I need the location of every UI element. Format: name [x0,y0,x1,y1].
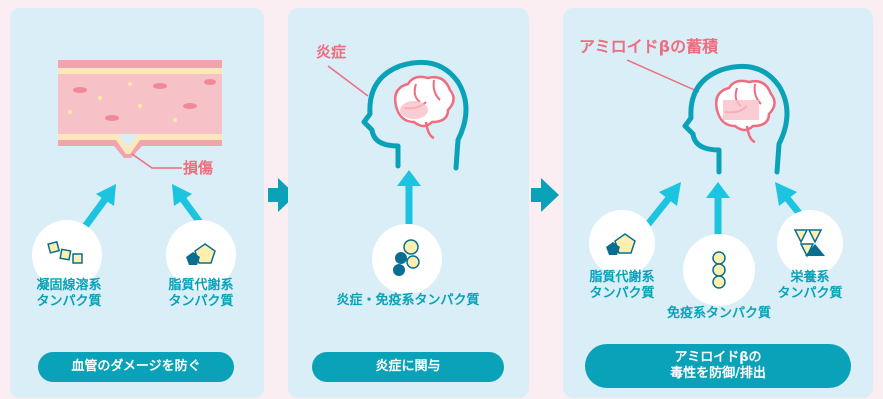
protein-label-line: 脂質代謝系 [589,270,655,285]
protein-label: 栄養系 タンパク質 [765,270,855,302]
damage-label: 損傷 [183,159,214,177]
protein-label-line: タンパク質 [777,286,843,301]
caption-line: アミロイドβの [674,350,762,365]
arrow-icon [397,170,421,224]
process-arrow-icon [268,178,296,212]
head-brain-icon [626,59,790,175]
protein-label: 脂質代謝系 タンパク質 [156,278,246,310]
pentagon-protein-icon [186,243,216,265]
protein-label-line: 栄養系 [790,270,830,285]
pentagon-protein-icon [606,233,636,255]
panel-amyloid: アミロイドβの蓄積 脂質代謝系 タンパク質 [563,8,873,398]
panel-inflammation: 炎症 炎症・免疫系タンパク質 炎症に関与 [288,8,529,398]
caption-pill: アミロイドβの 毒性を防御/排出 [585,344,851,388]
caption-pill: 血管のダメージを防ぐ [38,352,234,382]
protein-label-line: タンパク質 [589,286,655,301]
head-brain-icon [327,59,469,171]
blood-vessel-illustration [58,60,222,169]
caption-line: 毒性を防御/排出 [670,366,766,381]
amyloid-label: アミロイドβの蓄積 [579,37,719,56]
immune-protein-icon [393,239,420,276]
protein-label-line: タンパク質 [168,294,234,309]
immune-protein-icon [712,251,726,289]
triangle-protein-icon [793,229,825,258]
square-protein-icon [47,240,83,264]
process-arrow-icon [531,178,559,212]
protein-label: 炎症・免疫系タンパク質 [336,293,480,308]
protein-label: 凝固線溶系 タンパク質 [24,278,114,310]
protein-label-line: 凝固線溶系 [36,278,102,293]
arrow-icon [81,184,116,231]
arrow-icon [706,182,730,236]
protein-circle [777,210,843,276]
protein-label: 免疫系タンパク質 [666,306,771,321]
protein-label: 脂質代謝系 タンパク質 [577,270,667,302]
protein-label-line: タンパク質 [36,294,102,309]
inflammation-label: 炎症 [316,43,347,61]
protein-label-line: 脂質代謝系 [168,278,234,293]
panel-vascular: 損傷 凝固線溶系 タンパク質 脂質代謝系 タンパク質 [10,8,264,398]
arrow-icon [642,182,681,231]
caption-pill: 炎症に関与 [312,352,504,382]
